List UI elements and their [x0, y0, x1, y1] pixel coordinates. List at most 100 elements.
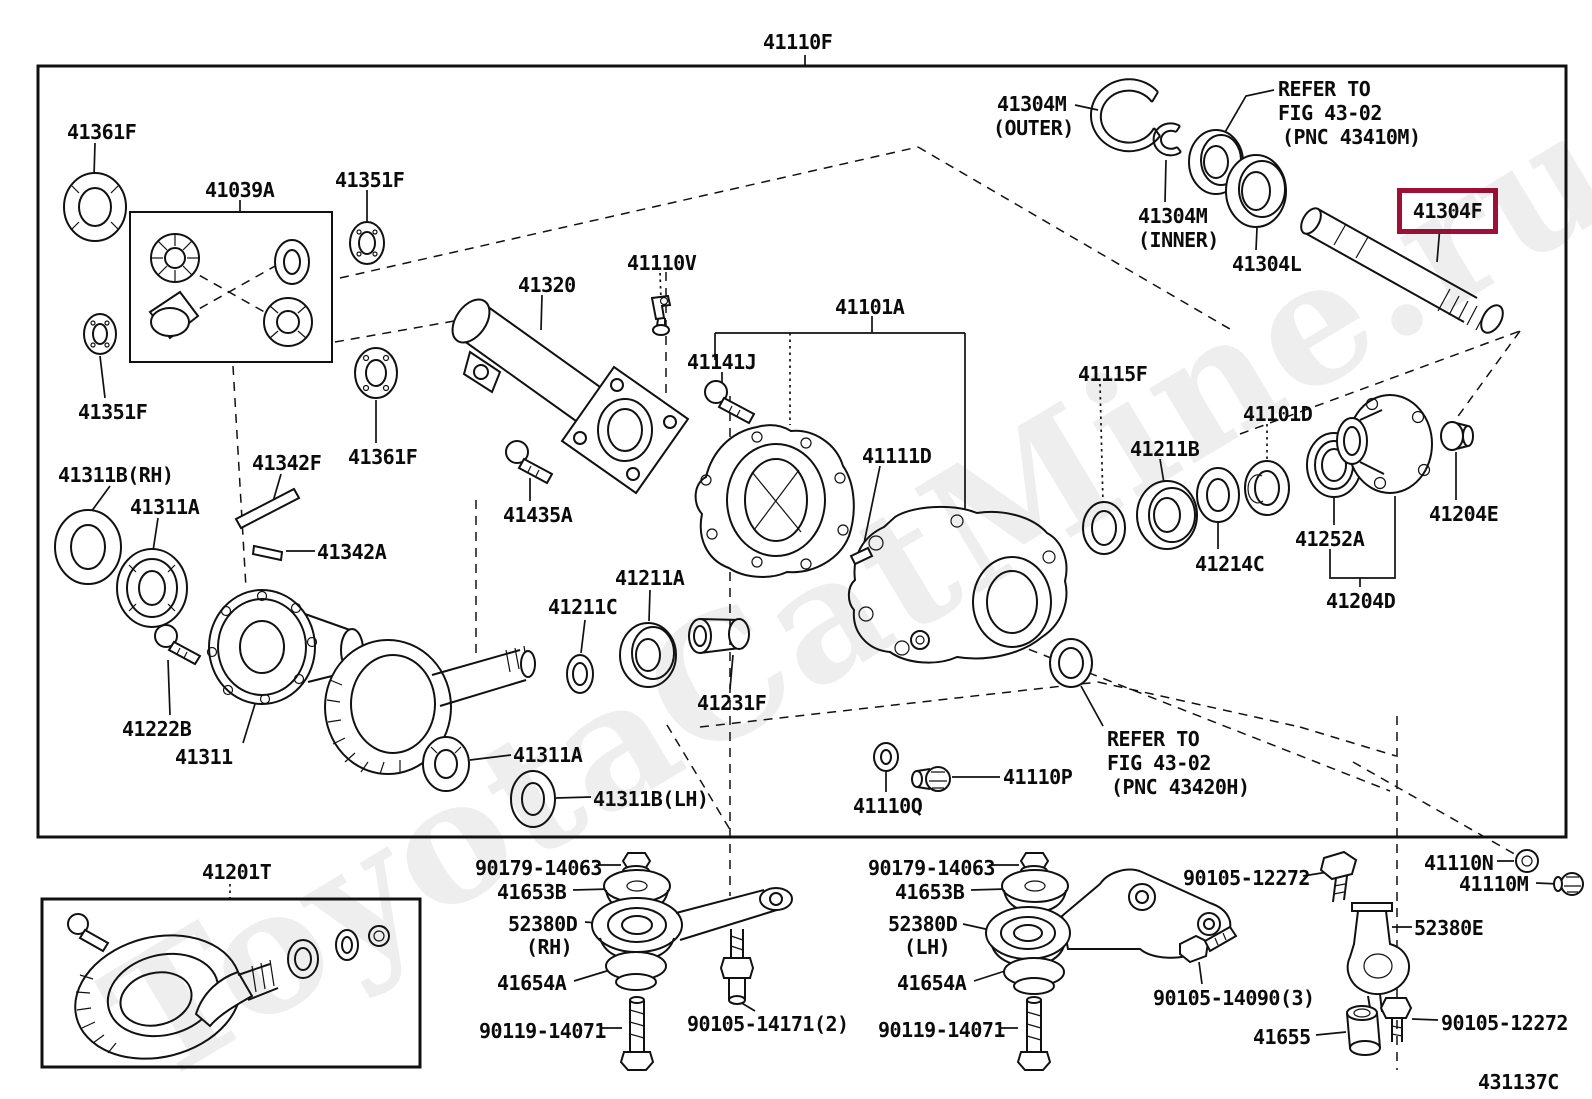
part-label-41320: 41320: [518, 273, 576, 297]
bolt-90105-12272-bottom: [1379, 997, 1413, 1019]
part-label-52380d-rh-sub: (RH): [526, 935, 573, 959]
output-shaft-41304f: [1300, 207, 1504, 334]
part-label-90119-14071-rh: 90119-14071: [479, 1019, 606, 1043]
part-label-41654a-rh: 41654A: [497, 971, 567, 995]
part-label-41110q: 41110Q: [853, 794, 923, 818]
carrier-rear-housing-41111d: [847, 505, 1068, 664]
part-label-41351f-a: 41351F: [335, 168, 405, 192]
part-label-41361f-b: 41361F: [348, 445, 418, 469]
part-label-41653b-lh: 41653B: [895, 880, 965, 904]
part-label-90179-14063-rh: 90179-14063: [475, 856, 602, 880]
washer-41361f-mid: [354, 347, 398, 399]
part-label-refer2-line2: FIG 43-02: [1107, 751, 1211, 775]
snap-ring-41304m-outer: [1089, 78, 1161, 153]
bearing-41311a-lower: [422, 736, 470, 792]
part-label-41111d: 41111D: [862, 444, 932, 468]
washer-41351f-top: [349, 221, 385, 265]
part-label-41101a: 41101A: [835, 295, 905, 319]
part-label-41351f-b: 41351F: [78, 400, 148, 424]
spider-kit-box-41039a: [129, 211, 333, 363]
part-label-refer2-line1: REFER TO: [1107, 727, 1200, 751]
highlighted-part-41304f: 41304F: [1397, 188, 1498, 234]
part-label-41342f: 41342F: [252, 451, 322, 475]
pin-41342f: [234, 487, 301, 530]
bearing-41211b: [1136, 480, 1198, 550]
part-label-90105-14090: 90105-14090(3): [1153, 986, 1315, 1010]
part-label-41342a: 41342A: [317, 540, 387, 564]
part-label-doc-code: 431137C: [1478, 1070, 1559, 1094]
plug-41204e: [1440, 421, 1474, 451]
part-label-41304m-outer-sub: (OUTER): [993, 116, 1074, 140]
bolt-41435a: [505, 440, 554, 485]
nut-41110n: [1515, 849, 1539, 873]
part-label-41211a: 41211A: [615, 566, 685, 590]
part-label-41110p: 41110P: [1003, 765, 1073, 789]
part-label-41039a: 41039A: [205, 178, 275, 202]
part-label-41110m: 41110M: [1459, 872, 1529, 896]
part-label-41231f: 41231F: [697, 691, 767, 715]
seal-41101d: [1244, 460, 1290, 516]
washer-41110q: [873, 742, 899, 772]
part-label-41141j: 41141J: [687, 350, 757, 374]
breather-plug-41110v: [650, 294, 672, 336]
part-label-41110v: 41110V: [627, 251, 697, 275]
tube-41320: [451, 298, 690, 495]
part-label-refer1-line1: REFER TO: [1278, 77, 1371, 101]
bolt-90105-14090: [1179, 934, 1210, 964]
part-label-41311b-lh: 41311B(LH): [593, 787, 709, 811]
gear-kit-box-41201t: [40, 897, 422, 1069]
bearing-41211a: [619, 622, 677, 688]
bearing-41304l: [1225, 154, 1287, 228]
parts-artwork: [54, 78, 1584, 1071]
washer-41361f-top: [63, 172, 127, 242]
part-label-refer2-line3: (PNC 43420H): [1111, 775, 1250, 799]
spider-gear-set-41039a: [148, 233, 313, 347]
part-label-52380d-lh-sub: (LH): [904, 935, 951, 959]
pin-41342a: [251, 544, 284, 562]
part-label-41435a: 41435A: [503, 503, 573, 527]
part-label-41311: 41311: [175, 745, 233, 769]
washer-41351f-left: [83, 313, 117, 355]
pin-41111d: [849, 546, 874, 566]
part-label-41204d: 41204D: [1326, 589, 1396, 613]
washer-41311b-lh: [510, 770, 556, 828]
bearing-ref-pnc43410m: [1188, 129, 1244, 195]
leader-lines: [90, 55, 1560, 1036]
part-label-41222b: 41222B: [122, 717, 192, 741]
part-label-90105-12272-bot: 90105-12272: [1441, 1011, 1568, 1035]
part-label-41654a-lh: 41654A: [897, 971, 967, 995]
part-label-41214c: 41214C: [1195, 552, 1265, 576]
part-label-52380e: 52380E: [1414, 916, 1484, 940]
part-label-41252a: 41252A: [1295, 527, 1365, 551]
part-label-41304l: 41304L: [1232, 252, 1302, 276]
part-label-90105-12272-top: 90105-12272: [1183, 866, 1310, 890]
seal-ref-pnc43420h: [1049, 638, 1093, 688]
washer-41214c: [1196, 467, 1240, 523]
carrier-front-housing-41101a: [694, 424, 855, 578]
part-label-refer1-line2: FIG 43-02: [1278, 101, 1382, 125]
part-label-41204e: 41204E: [1429, 502, 1499, 526]
part-label-41304m-inner-sub: (INNER): [1138, 228, 1219, 252]
part-label-41304m-inner: 41304M: [1138, 204, 1208, 228]
part-label-41304m-outer: 41304M: [997, 92, 1067, 116]
part-label-90119-14071-lh: 90119-14071: [878, 1018, 1005, 1042]
part-label-41201t: 41201T: [202, 860, 272, 884]
part-label-41211b: 41211B: [1130, 437, 1200, 461]
part-label-90105-14171: 90105-14171(2): [687, 1012, 849, 1036]
bolt-41222b: [154, 624, 202, 666]
part-label-41101d: 41101D: [1243, 402, 1313, 426]
part-label-41311a-a: 41311A: [130, 495, 200, 519]
seal-41115f: [1082, 501, 1126, 555]
part-label-41655: 41655: [1253, 1025, 1311, 1049]
part-label-refer1-line3: (PNC 43410M): [1282, 125, 1421, 149]
part-label-41115f: 41115F: [1078, 362, 1148, 386]
part-label-41311a-b: 41311A: [513, 743, 583, 767]
part-label-41311b-rh: 41311B(RH): [58, 463, 174, 487]
plug-41110p: [911, 766, 951, 792]
washer-41211c: [566, 654, 594, 694]
part-label-52380d-rh: 52380D: [508, 912, 578, 936]
hub-flange-41204d: [1336, 394, 1433, 494]
